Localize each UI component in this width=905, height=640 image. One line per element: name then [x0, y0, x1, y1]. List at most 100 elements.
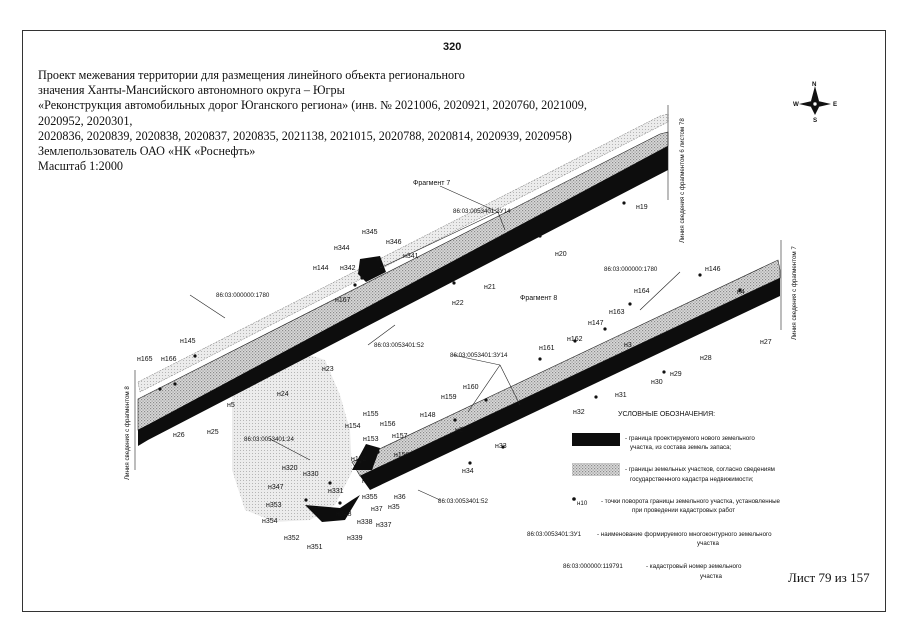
- point-label: н5: [227, 402, 235, 409]
- point-label: н158: [394, 452, 410, 459]
- point-label: н28: [700, 355, 712, 362]
- point-label: н27: [760, 339, 772, 346]
- point-label: н341: [403, 253, 419, 260]
- point-label: н344: [334, 245, 350, 252]
- upper-road-strip: [137, 113, 669, 446]
- cadastral-label: 86:03:0053401:52: [374, 342, 424, 349]
- point-label: н351: [307, 544, 323, 551]
- point-label: н1: [362, 478, 370, 485]
- point-label: н164: [634, 288, 650, 295]
- point-label: н162: [567, 336, 583, 343]
- legend-text: - границы земельных участков, согласно с…: [625, 466, 775, 473]
- point-label: н157: [392, 433, 408, 440]
- sheet-number: Лист 79 из 157: [788, 570, 870, 585]
- point-label: н160: [463, 384, 479, 391]
- point-label: н36: [394, 494, 406, 501]
- point-label: н331: [328, 488, 344, 495]
- point-label: н2: [455, 427, 463, 434]
- point-label: н156: [380, 421, 396, 428]
- map-title: Проект межевания территории для размещен…: [38, 68, 658, 174]
- point-label: н20: [555, 251, 567, 258]
- title-line: 2020952, 2020301,: [38, 113, 133, 128]
- point-label: н23: [322, 366, 334, 373]
- title-line: Землепользователь ОАО «НК «Роснефть»: [38, 144, 256, 159]
- legend-text: участка: [700, 573, 723, 580]
- legend-symbol: 86:03:000000:119791: [563, 563, 623, 570]
- point-label: н155: [363, 411, 379, 418]
- side-line-label: Линия сведения с фрагментом 8: [124, 386, 131, 480]
- point-label: н342: [340, 265, 356, 272]
- point-label: н33: [495, 443, 507, 450]
- point-label: н4: [737, 289, 745, 296]
- turning-points: [158, 201, 742, 505]
- point-label: н347: [268, 484, 284, 491]
- cadastral-label: 86:03:000000:1780: [604, 266, 658, 273]
- title-line: Масштаб 1:2000: [38, 159, 124, 174]
- point-label: н19: [636, 204, 648, 211]
- point-label: н152: [351, 456, 367, 463]
- point-label: н31: [615, 392, 627, 399]
- point-label: н24: [277, 391, 289, 398]
- point-label: н147: [588, 320, 604, 327]
- point-label: н161: [539, 345, 555, 352]
- point-label: н148: [420, 412, 436, 419]
- point-label: н355: [362, 494, 378, 501]
- point-label: н159: [441, 394, 457, 401]
- point-label: н348: [336, 511, 352, 518]
- point-label: н339: [347, 535, 363, 542]
- point-label: н144: [313, 265, 329, 272]
- cadastral-label: 86:03:000000:1780: [216, 292, 270, 299]
- legend-text: государственного кадастра недвижимости;: [630, 476, 754, 483]
- title-line: «Реконструкция автомобильных дорог Юганс…: [38, 98, 587, 113]
- compass-n: N: [812, 81, 817, 88]
- point-label: н145: [180, 338, 196, 345]
- side-line-label: Линия сведения с фрагментом 7: [791, 246, 798, 340]
- title-line: Проект межевания территории для размещен…: [38, 68, 465, 82]
- parcel-notch: [358, 256, 386, 282]
- legend-swatch-new-parcel: [572, 433, 620, 446]
- point-label: н320: [282, 465, 298, 472]
- side-line-label: Линия сведения с фрагментом 6 листом 78: [679, 118, 686, 243]
- legend: УСЛОВНЫЕ ОБОЗНАЧЕНИЯ: - граница проектир…: [527, 411, 781, 580]
- point-label: н22: [452, 300, 464, 307]
- legend-text: - кадастровый номер земельного: [646, 563, 742, 570]
- point-label: н26: [173, 432, 185, 439]
- legend-text: - точки поворота границы земельного учас…: [601, 498, 781, 505]
- point-label: н29: [670, 371, 682, 378]
- compass-e: E: [833, 101, 837, 108]
- sheet-frame: [22, 30, 886, 612]
- cadastral-label: 86:03:0053401:ЗУ14: [450, 352, 508, 359]
- page-number: 320: [443, 41, 462, 53]
- lower-road-strip: [351, 259, 781, 490]
- compass-s: S: [813, 117, 817, 124]
- legend-point-icon: [572, 497, 576, 501]
- legend-text: при проведении кадастровых работ: [632, 507, 735, 514]
- point-label: н352: [284, 535, 300, 542]
- point-label: н167: [335, 297, 351, 304]
- legend-title: УСЛОВНЫЕ ОБОЗНАЧЕНИЯ:: [618, 411, 715, 418]
- point-label: н30: [651, 379, 663, 386]
- legend-text: - наименование формируемого многоконтурн…: [597, 531, 772, 538]
- point-label: н37: [371, 506, 383, 513]
- point-label: н330: [303, 471, 319, 478]
- point-label: н35: [388, 504, 400, 511]
- point-label: н166: [161, 356, 177, 363]
- fragment-7-label: Фрагмент 7: [413, 180, 450, 187]
- intersection-parcel: [305, 495, 360, 522]
- compass-rose-icon: N S W E: [793, 81, 837, 124]
- legend-symbol: н10: [577, 500, 588, 507]
- point-label: н337: [376, 522, 392, 529]
- fragment-8-label: Фрагмент 8: [520, 295, 557, 302]
- point-label: н25: [207, 429, 219, 436]
- point-label: н338: [357, 519, 373, 526]
- point-label: н32: [573, 409, 585, 416]
- leader-lines: [134, 105, 782, 501]
- cadastral-parcel-background: [232, 348, 352, 522]
- point-label: н154: [345, 423, 361, 430]
- point-label: н153: [363, 436, 379, 443]
- title-line: значения Ханты-Мансийского автономного о…: [38, 83, 345, 98]
- cadastral-label: 86:03:0053401:ЗУ14: [453, 208, 511, 215]
- legend-text: участка, из состава земель запаса;: [630, 444, 732, 451]
- legend-text: участка: [697, 540, 720, 547]
